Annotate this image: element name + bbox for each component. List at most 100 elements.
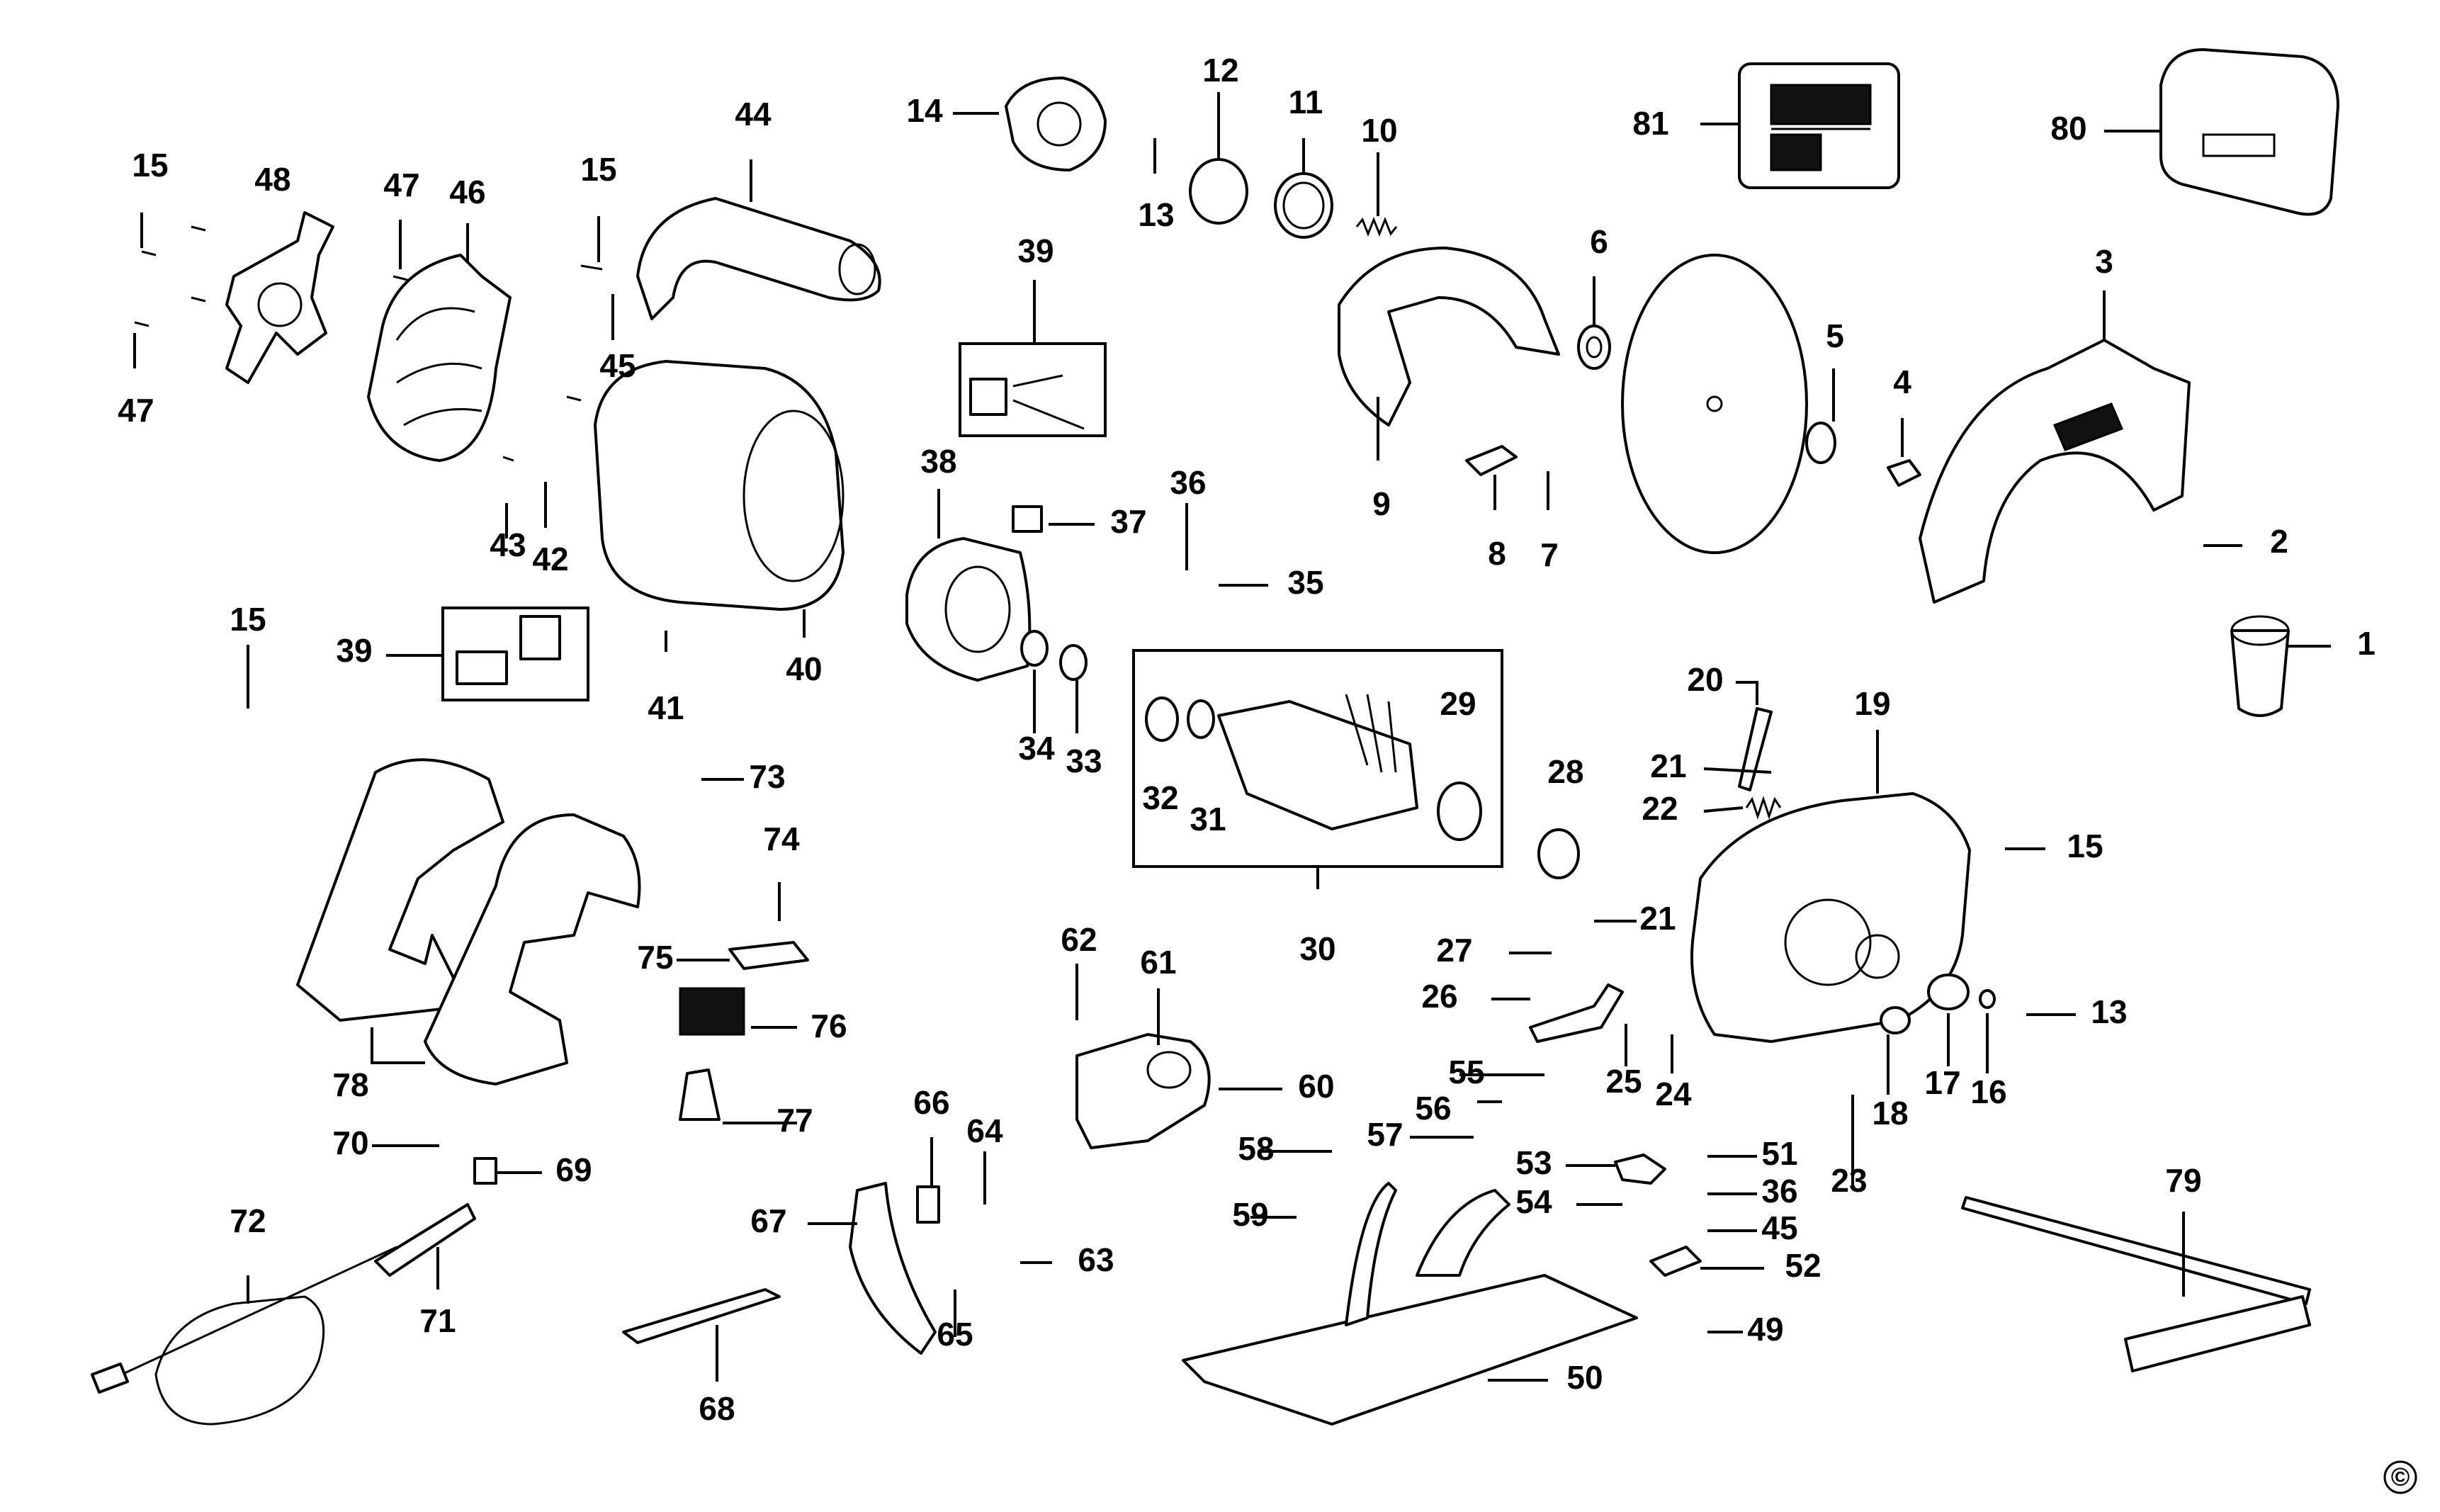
callout-80: 80 — [2050, 110, 2086, 147]
callout-53: 53 — [1515, 1144, 1552, 1181]
callout-13b: 13 — [2091, 993, 2127, 1030]
callout-48: 48 — [254, 161, 290, 198]
part-9-upper-guard — [1338, 247, 1560, 427]
callout-51: 51 — [1761, 1135, 1797, 1172]
callout-28: 28 — [1547, 753, 1583, 790]
callout-14: 14 — [906, 92, 943, 129]
callout-labels: 15 48 47 46 47 15 45 44 14 13 12 11 10 8… — [118, 52, 2375, 1427]
callout-17: 17 — [1924, 1064, 1960, 1101]
callout-3: 3 — [2095, 243, 2113, 280]
part-37-brush-holder — [1012, 505, 1043, 533]
callout-50: 50 — [1566, 1359, 1603, 1396]
part-22-spring — [1745, 796, 1782, 820]
callout-36b: 36 — [1761, 1173, 1797, 1209]
part-40-motor-housing — [594, 360, 845, 611]
callout-15a: 15 — [132, 147, 168, 184]
callout-10: 10 — [1361, 112, 1397, 149]
part-10-spring — [1355, 216, 1398, 237]
callout-24: 24 — [1655, 1076, 1692, 1112]
callout-74: 74 — [763, 820, 800, 857]
part-14-gear-assembly — [1005, 77, 1107, 171]
part-saw-blade — [1621, 254, 1808, 554]
callout-72: 72 — [230, 1202, 266, 1239]
screws-upper-left — [134, 225, 603, 462]
callout-21b: 21 — [1639, 900, 1676, 937]
callout-21a: 21 — [1650, 747, 1686, 784]
part-61-plate — [1075, 1033, 1211, 1149]
callout-59: 59 — [1232, 1196, 1268, 1233]
parts-75-76-77-switch — [679, 941, 809, 1121]
part-38-field-coil — [905, 537, 1032, 682]
callout-32: 32 — [1142, 779, 1178, 816]
callout-44: 44 — [735, 96, 772, 132]
callout-1: 1 — [2357, 625, 2376, 662]
part-50-base-plate — [1182, 1182, 1638, 1426]
callout-39a: 39 — [1017, 232, 1054, 269]
callout-49: 49 — [1747, 1311, 1783, 1348]
callout-7: 7 — [1540, 536, 1559, 573]
callout-41: 41 — [648, 689, 684, 726]
part-44-handle — [636, 197, 881, 320]
callout-81: 81 — [1632, 105, 1668, 142]
part-81-label-plate — [1738, 62, 1900, 189]
part-80-carry-case — [2159, 48, 2339, 216]
callout-77: 77 — [776, 1102, 813, 1139]
part-53-wing-knob — [1614, 1153, 1666, 1185]
callout-40: 40 — [786, 650, 822, 687]
callout-45b: 45 — [1761, 1209, 1797, 1246]
callout-73: 73 — [749, 758, 785, 795]
callout-75: 75 — [637, 939, 673, 976]
callout-18: 18 — [1872, 1095, 1908, 1132]
callout-25: 25 — [1605, 1063, 1642, 1100]
callout-47a: 47 — [118, 392, 154, 429]
callout-66: 66 — [913, 1084, 949, 1121]
parts-16-17-18-bushes — [1880, 974, 1996, 1034]
parts-66-67-68-riving-knife — [622, 1182, 940, 1355]
callout-9: 9 — [1372, 485, 1391, 522]
callout-38: 38 — [920, 443, 956, 480]
part-8-lever — [1465, 445, 1518, 476]
part-20-pin — [1738, 707, 1773, 791]
callout-70: 70 — [332, 1124, 368, 1161]
copyright-mark: © — [2383, 1460, 2417, 1494]
callout-22: 22 — [1642, 790, 1678, 827]
callout-67: 67 — [750, 1202, 786, 1239]
callout-12: 12 — [1202, 52, 1238, 89]
callout-15d: 15 — [230, 601, 266, 638]
callout-64: 64 — [966, 1112, 1003, 1149]
callout-42: 42 — [532, 541, 568, 577]
part-79-rip-fence — [1961, 1196, 2311, 1372]
callout-52: 52 — [1785, 1247, 1821, 1284]
callout-15c: 15 — [2067, 828, 2103, 864]
callout-60: 60 — [1298, 1068, 1334, 1105]
callout-39b: 39 — [336, 632, 372, 669]
callout-69: 69 — [555, 1151, 592, 1188]
callout-65: 65 — [937, 1316, 973, 1353]
callout-11: 11 — [1289, 84, 1323, 120]
part-12-ring — [1189, 158, 1248, 225]
callout-45a: 45 — [599, 347, 636, 384]
part-19-gear-housing — [1690, 792, 1971, 1043]
callout-29: 29 — [1440, 685, 1476, 722]
callout-36a: 36 — [1170, 464, 1206, 501]
callout-37: 37 — [1110, 503, 1146, 540]
callout-35: 35 — [1287, 564, 1323, 601]
callout-58: 58 — [1238, 1130, 1274, 1167]
callout-68: 68 — [699, 1390, 735, 1427]
callout-76: 76 — [810, 1008, 847, 1044]
callout-27: 27 — [1436, 932, 1472, 969]
callout-15b: 15 — [580, 151, 616, 188]
part-69-clamp — [473, 1157, 497, 1185]
part-5-washer — [1805, 422, 1836, 464]
callout-5: 5 — [1826, 317, 1844, 354]
callout-20: 20 — [1687, 661, 1723, 698]
callout-33: 33 — [1066, 743, 1102, 779]
copyright-symbol: © — [2391, 1462, 2410, 1491]
callout-19: 19 — [1854, 685, 1890, 722]
part-52-slider — [1649, 1246, 1702, 1277]
part-39-upper-box — [959, 342, 1107, 437]
parts-71-72-power-cable — [91, 1203, 476, 1426]
part-3-lower-guard — [1919, 339, 2191, 604]
part-26-lever — [1529, 983, 1624, 1043]
